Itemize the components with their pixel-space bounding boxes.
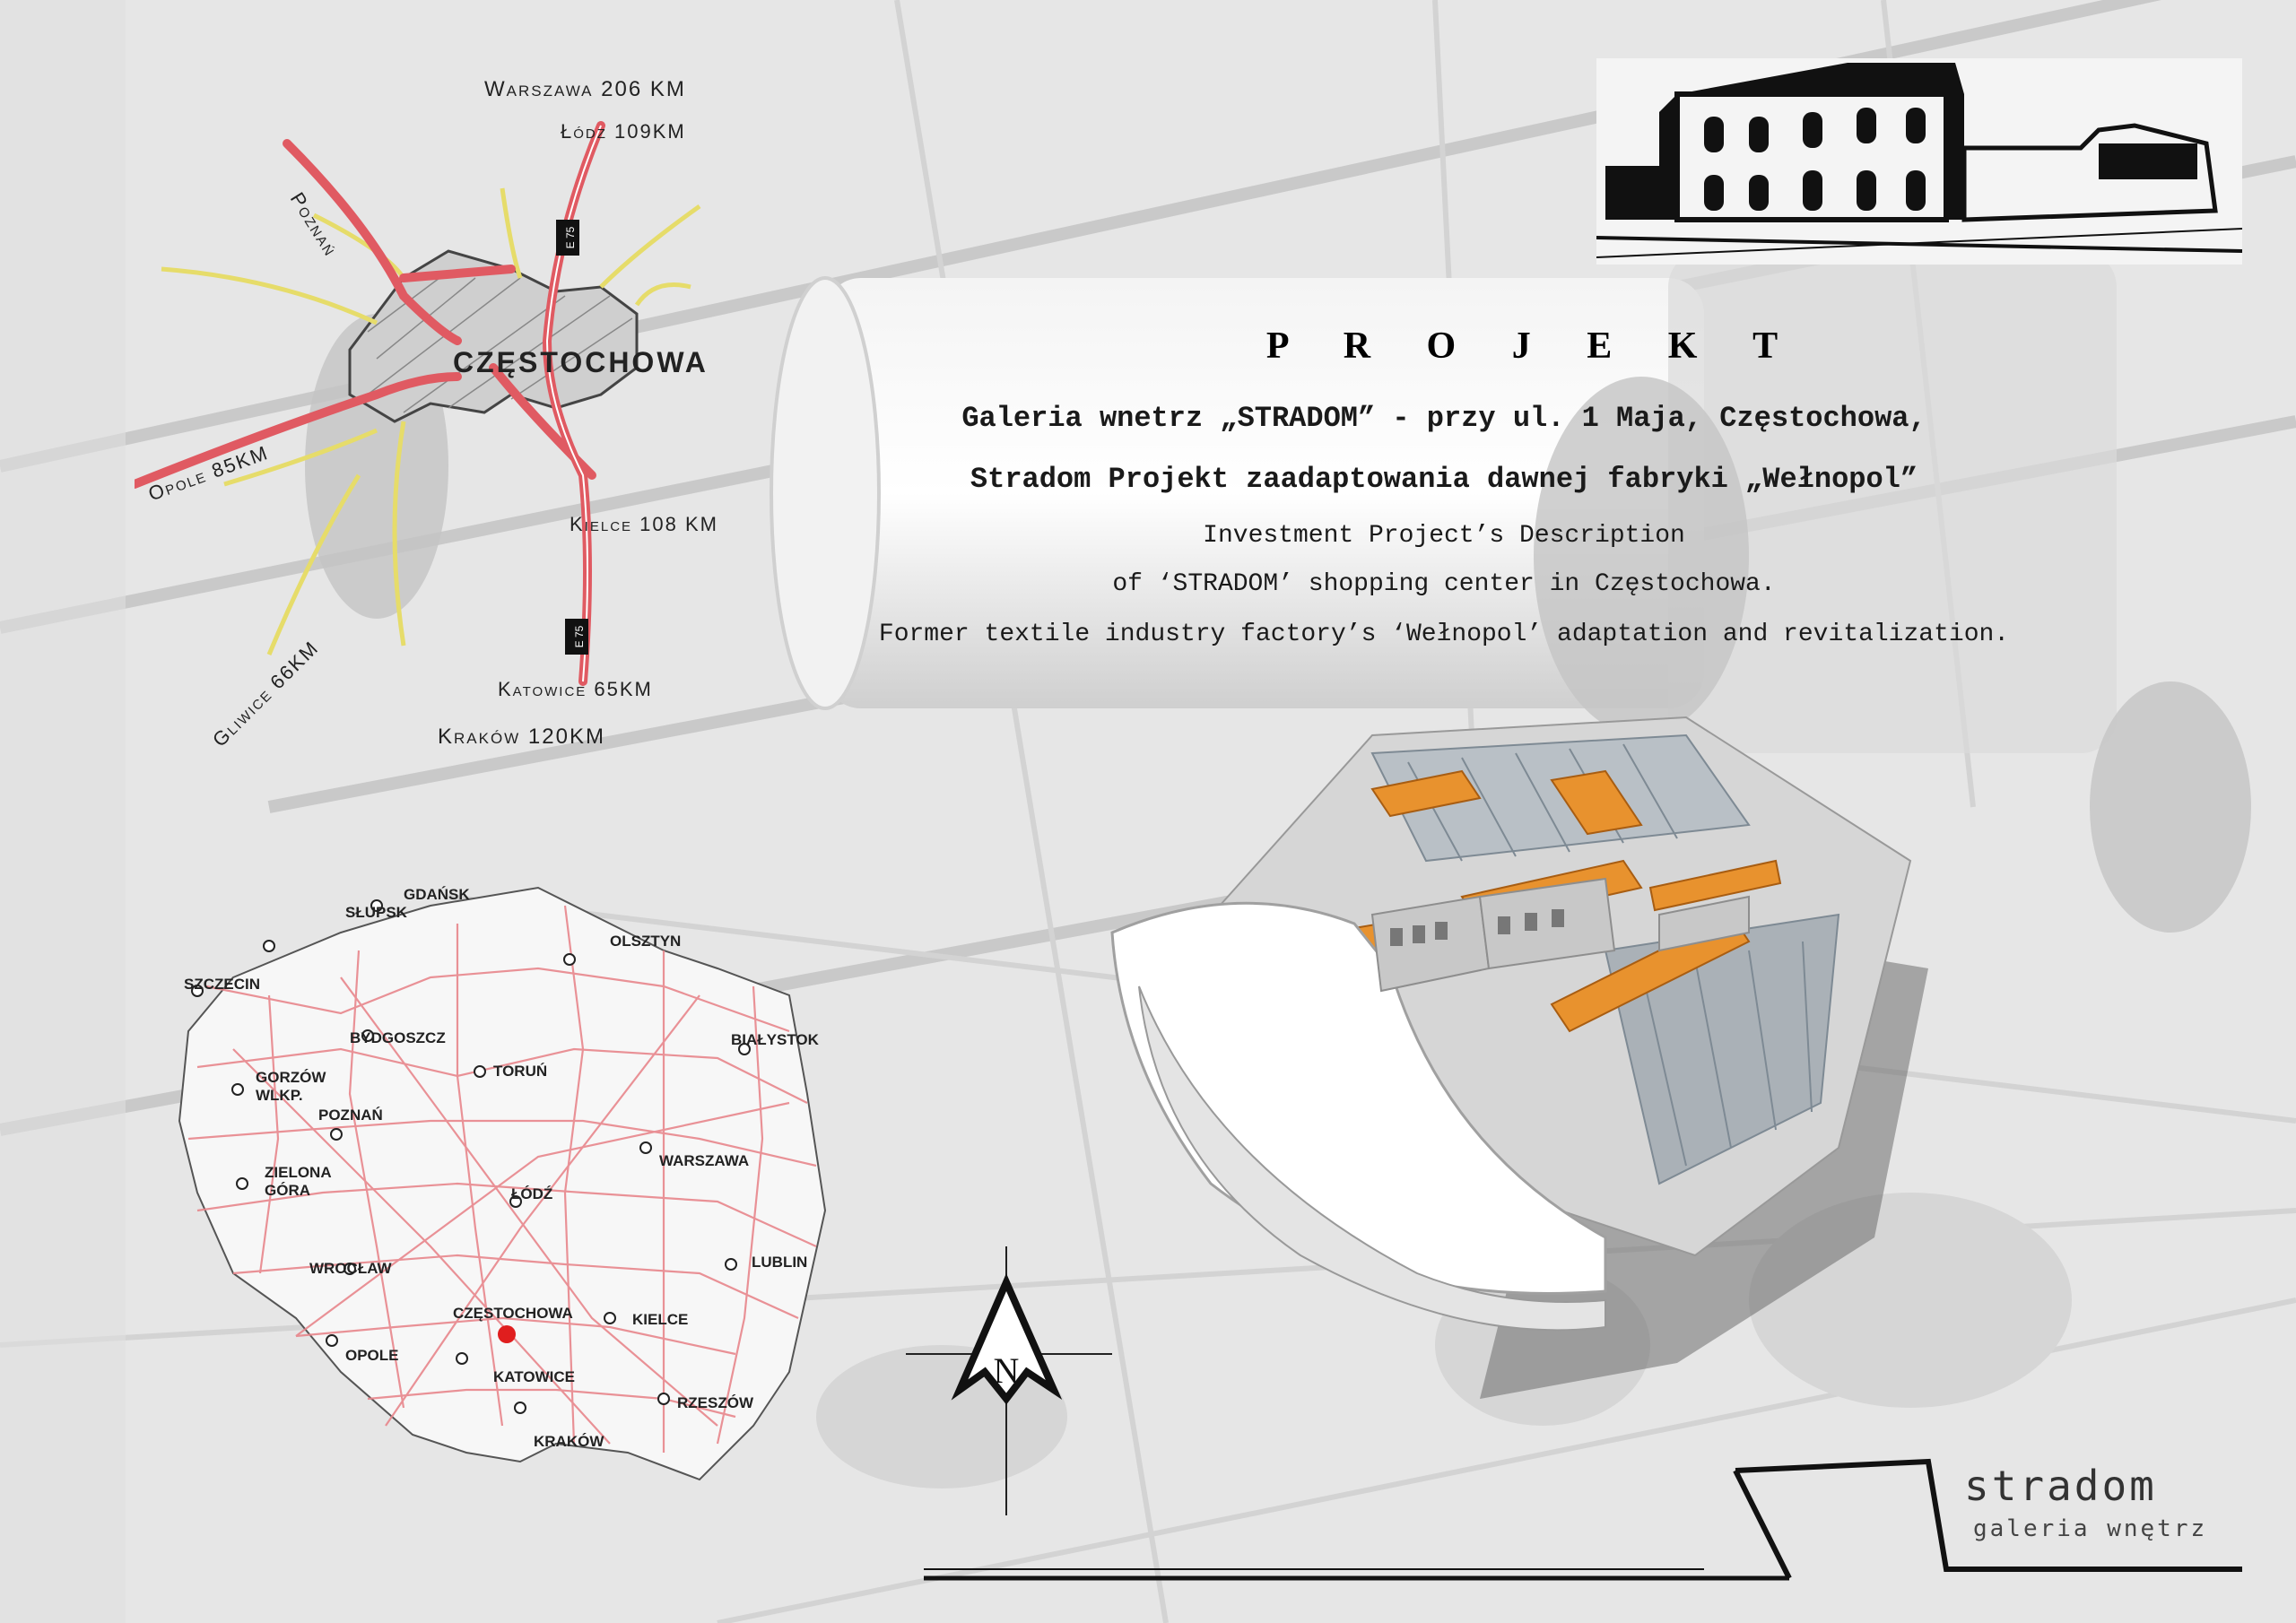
city-label: GORZÓW WLKP. (256, 1069, 326, 1104)
brand-name: stradom (1964, 1462, 2157, 1510)
city-label: RZESZÓW (677, 1394, 753, 1411)
regional-road-map: E 75 E 75 (135, 121, 701, 686)
svg-text:N: N (994, 1350, 1020, 1391)
city-label: POZNAŃ (318, 1107, 383, 1124)
e75-shield: E 75 (556, 220, 579, 256)
city-label: LUBLIN (752, 1254, 808, 1271)
city-label: OLSZTYN (610, 933, 682, 950)
svg-text:E 75: E 75 (573, 625, 586, 647)
north-arrow-icon: N (906, 1246, 1112, 1515)
city-label: KATOWICE (493, 1368, 575, 1385)
czestochowa-location-marker (498, 1325, 516, 1343)
city-label: BYDGOSZCZ (350, 1029, 446, 1046)
factory-building-sketch (1596, 58, 2242, 265)
title-line-polish-1: Galeria wnetrz „STRADOM” - przy ul. 1 Ma… (961, 402, 1926, 435)
city-label: BIAŁYSTOK (731, 1031, 819, 1048)
road-label-krakow: Kraków 120KM (438, 725, 605, 749)
svg-text:E 75: E 75 (564, 226, 577, 248)
brand-subtitle: galeria wnętrz (1973, 1515, 2208, 1542)
road-label-kielce: Kielce 108 KM (570, 513, 718, 535)
city-label: WROCŁAW (309, 1260, 392, 1277)
bottom-frame (924, 1458, 2242, 1581)
city-label: GDAŃSK (404, 886, 470, 903)
city-label: SŁUPSK (345, 904, 407, 921)
city-label: CZĘSTOCHOWA (453, 1305, 573, 1322)
building-3d-render (1110, 716, 1928, 1399)
city-label-czestochowa: CZĘSTOCHOWA (453, 346, 709, 378)
road-label-lodz: Łódz 109KM (561, 120, 686, 143)
subtitle-line-2: of ‘STRADOM’ shopping center in Częstoch… (1112, 570, 1776, 598)
e75-shield: E 75 (565, 619, 588, 655)
city-label: KIELCE (632, 1311, 689, 1328)
city-label: OPOLE (345, 1347, 399, 1364)
subtitle-line-3: Former textile industry factory’s ‘Wełno… (878, 621, 2010, 648)
city-label: SZCZECIN (184, 976, 260, 993)
city-label: WARSZAWA (659, 1152, 750, 1169)
city-label: TORUŃ (493, 1063, 548, 1080)
title-line-polish-2: Stradom Projekt zaadaptowania dawnej fab… (970, 463, 1918, 496)
road-label-warszawa: Warszawa 206 KM (484, 77, 686, 101)
poland-map (178, 886, 827, 1481)
city-label: ŁÓDŹ (511, 1185, 553, 1202)
city-label: ZIELONA GÓRA (265, 1164, 331, 1199)
subtitle-line-1: Investment Project’s Description (1203, 522, 1685, 550)
road-label-katowice: Katowice 65KM (498, 678, 653, 700)
project-heading: P R O J E K T (1265, 325, 1802, 367)
city-label: KRAKÓW (534, 1433, 604, 1450)
